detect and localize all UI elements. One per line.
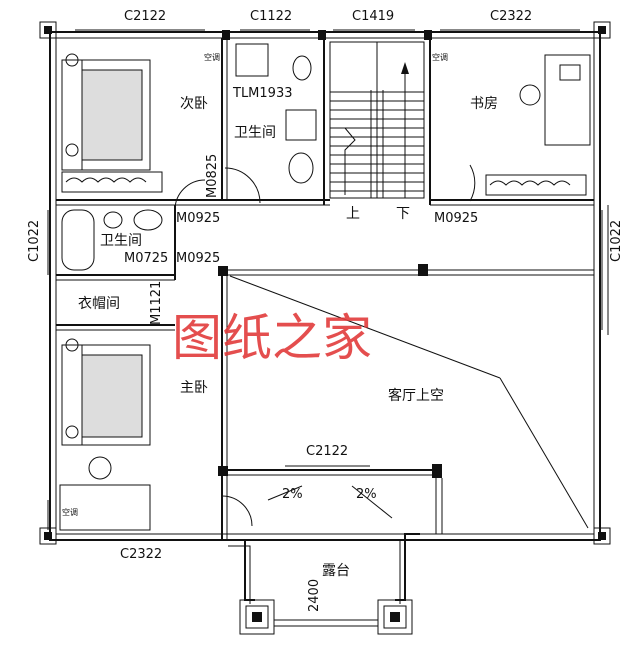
room-bathroom-top: 卫生间 — [234, 125, 276, 141]
stair-up-label: 上 — [346, 206, 360, 222]
room-secondary-bedroom: 次卧 — [180, 96, 208, 112]
terrace-dimension: 2400 — [307, 579, 322, 612]
column-mark — [218, 266, 228, 276]
terrace — [222, 485, 426, 635]
bed-master — [61, 338, 151, 446]
window-c2322-top: C2322 — [490, 9, 532, 24]
wardrobe-study — [485, 174, 587, 196]
bathroom-fixtures-top — [235, 43, 317, 184]
window-c1419-top: C1419 — [352, 9, 394, 24]
interior-walls — [56, 38, 594, 540]
bathroom-fixtures-left — [61, 209, 163, 271]
door-m0925-a: M0925 — [176, 211, 220, 226]
stair-down-label: 下 — [396, 206, 410, 222]
ac-label-3: 空调 — [62, 507, 78, 517]
window-c2322-bottom: C2322 — [120, 547, 162, 562]
window-c1022-left: C1022 — [27, 220, 42, 262]
door-m0725: M0725 — [124, 251, 168, 266]
window-c1022-right: C1022 — [609, 220, 624, 262]
room-bathroom-left: 卫生间 — [100, 233, 142, 249]
window-tlm1933: TLM1933 — [232, 86, 292, 101]
master-desk — [59, 456, 151, 531]
staircase: 上 下 — [329, 41, 425, 222]
room-terrace: 露台 — [322, 563, 350, 579]
door-m0825: M0825 — [205, 154, 220, 198]
room-study: 书房 — [470, 96, 498, 112]
door-m1121: M1121 — [149, 281, 164, 325]
slope-right: 2% — [356, 487, 377, 502]
void-diagonal — [229, 275, 589, 529]
window-c2122-top: C2122 — [124, 9, 166, 24]
window-c2122-mid: C2122 — [306, 444, 348, 459]
bed-secondary — [61, 53, 151, 171]
ac-label-2: 空调 — [432, 52, 448, 62]
room-master-bedroom: 主卧 — [180, 380, 208, 396]
door-m0925-c: M0925 — [434, 211, 478, 226]
door-swings — [174, 164, 476, 527]
study-desk — [519, 54, 591, 146]
window-c1122-top: C1122 — [250, 9, 292, 24]
door-m0925-b: M0925 — [176, 251, 220, 266]
ac-label-1: 空调 — [204, 52, 220, 62]
room-living-void: 客厅上空 — [388, 387, 444, 404]
watermark: 图纸之家 — [172, 309, 372, 367]
column-mark — [418, 264, 428, 276]
wardrobe-secondary — [61, 171, 163, 193]
room-closet: 衣帽间 — [78, 296, 120, 312]
slope-left: 2% — [282, 487, 303, 502]
